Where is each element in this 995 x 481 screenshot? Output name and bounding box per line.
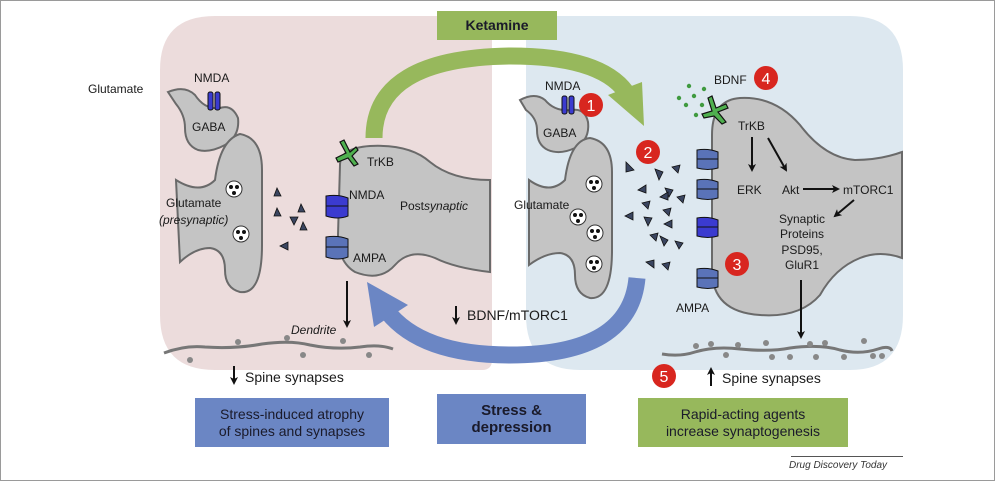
left-presynaptic-neuron — [174, 132, 263, 294]
atrophy-box: Stress-induced atrophy of spines and syn… — [195, 398, 389, 447]
label-presynaptic: (presynaptic) — [159, 213, 228, 227]
label-dendrite: Dendrite — [291, 323, 337, 337]
trkb-to-akt-arrow — [767, 137, 787, 172]
left-glutamate-molecules — [273, 187, 308, 251]
left-postsynaptic-neuron — [336, 144, 491, 277]
stress-line-1: Stress & — [481, 401, 542, 419]
atrophy-line-2: of spines and synapses — [218, 422, 366, 439]
stress-arrow — [379, 276, 646, 364]
left-trkb-receptor — [335, 139, 359, 167]
badge-4: 4 — [754, 66, 778, 90]
label-synaptic-proteins-2: Proteins — [780, 227, 824, 241]
left-nmda-top-receptor — [207, 91, 221, 111]
label-mtorc1: mTORC1 — [843, 183, 894, 197]
svg-text:4: 4 — [762, 71, 771, 88]
label-left-gaba: GABA — [192, 120, 225, 134]
label-bdnf: BDNF — [714, 73, 747, 87]
label-left-trkb: TrKB — [367, 155, 394, 169]
label-right-ampa: AMPA — [676, 301, 709, 315]
left-nmda-receptor — [325, 194, 349, 219]
svg-text:2: 2 — [644, 145, 653, 162]
badge-3: 3 — [725, 252, 749, 276]
label-synaptic-proteins-4: GluR1 — [785, 258, 819, 272]
right-nmda-top-receptor — [561, 95, 575, 115]
label-synaptic-proteins-3: PSD95, — [781, 243, 822, 257]
stress-arrow-head — [367, 282, 408, 327]
right-glutamate-molecules — [624, 161, 686, 271]
ketamine-label: Ketamine — [465, 17, 529, 34]
right-dendrite — [661, 338, 894, 360]
atrophy-line-1: Stress-induced atrophy — [220, 406, 364, 423]
right-ampa-receptor-3 — [696, 267, 719, 289]
label-left-nmda: NMDA — [349, 188, 384, 202]
label-right-glutamate: Glutamate — [514, 198, 570, 212]
right-vesicles — [569, 175, 604, 273]
label-synaptic-proteins-1: Synaptic — [779, 212, 825, 226]
rapid-box: Rapid-acting agents increase synaptogene… — [638, 398, 848, 447]
right-ampa-receptor-2 — [696, 178, 719, 200]
journal-credit: Drug Discovery Today — [789, 460, 888, 471]
badge-5: 5 — [652, 364, 676, 388]
bdnf-dots — [676, 83, 707, 118]
label-erk: ERK — [737, 183, 762, 197]
left-ampa-receptor — [325, 235, 349, 260]
svg-text:1: 1 — [587, 98, 596, 115]
label-akt: Akt — [782, 183, 800, 197]
badge-2: 2 — [636, 140, 660, 164]
mtorc1-to-proteins-arrow — [833, 199, 855, 218]
svg-text:3: 3 — [733, 257, 742, 274]
left-dendrite — [163, 335, 394, 363]
label-left-ampa: AMPA — [353, 251, 386, 265]
label-left-glutamate: Glutamate — [166, 196, 222, 210]
label-left-spine-synapses: Spine synapses — [245, 369, 344, 385]
label-right-trkb: TrKB — [738, 119, 765, 133]
ketamine-box: Ketamine — [437, 11, 557, 40]
ketamine-arrow-head — [608, 82, 644, 126]
label-postsynaptic: Postsynaptic — [400, 199, 468, 213]
stress-line-2: depression — [471, 419, 552, 436]
left-vesicles — [225, 180, 250, 243]
right-postsynaptic-neuron — [711, 96, 903, 317]
label-left-nmda-top: NMDA — [194, 71, 229, 85]
svg-text:5: 5 — [660, 369, 669, 386]
ketamine-arrow — [365, 47, 633, 139]
label-right-nmda-top: NMDA — [545, 79, 580, 93]
rapid-line-1: Rapid-acting agents — [680, 406, 806, 423]
right-nmda-receptor — [696, 216, 719, 238]
badge-1: 1 — [579, 93, 603, 117]
credit-rule — [791, 456, 903, 457]
label-right-gaba: GABA — [543, 126, 576, 140]
right-ampa-receptor-1 — [696, 148, 719, 170]
stress-box: Stress & depression — [437, 394, 586, 444]
label-bdnf-mtorc1: BDNF/mTORC1 — [467, 307, 568, 323]
right-trkb-receptor — [701, 95, 729, 125]
rapid-line-2: increase synaptogenesis — [665, 422, 821, 439]
label-glutamate-outside: Glutamate — [88, 82, 144, 96]
label-right-spine-synapses: Spine synapses — [722, 370, 821, 386]
